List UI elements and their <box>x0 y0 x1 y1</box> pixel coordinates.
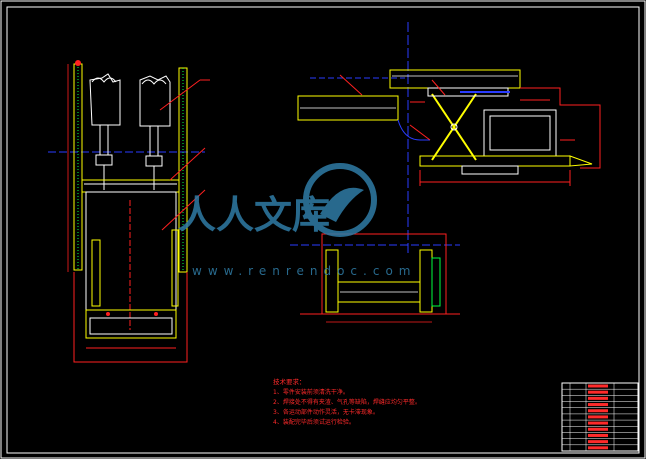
side-view-scissor-lift <box>297 22 601 255</box>
leader-2 <box>169 147 206 181</box>
cabin-door-right <box>171 229 179 307</box>
upper-platform <box>389 69 521 89</box>
column-top-marker <box>75 60 81 66</box>
base-rail <box>419 155 571 167</box>
title-block-entry <box>588 433 608 437</box>
title-block-entry <box>588 396 608 400</box>
plan-deck <box>337 281 421 303</box>
right-sprocket-housing <box>139 75 171 127</box>
watermark: 人人文库 www.renrendoc.com <box>178 163 416 278</box>
overall-width-dimension <box>73 272 188 363</box>
title-block-entry <box>588 446 608 450</box>
notes-line-4: 4、装配完毕后须试运行检验。 <box>273 418 355 426</box>
title-block-entry <box>588 384 608 388</box>
watermark-url: www.renrendoc.com <box>192 264 416 278</box>
notes-line-2: 2、焊接处不得有夹渣、气孔等缺陷，焊缝应均匀平整。 <box>273 398 421 406</box>
title-block-frame <box>561 382 639 452</box>
notes-line-3: 3、各运动部件动作灵活，无卡滞现象。 <box>273 408 379 416</box>
loading-ramp <box>297 95 399 121</box>
title-block-entry <box>588 403 608 407</box>
watermark-chars: 人人文库 <box>178 193 330 237</box>
front-elevation-view <box>48 60 210 363</box>
title-block-entry <box>588 390 608 394</box>
leader-1 <box>159 79 201 111</box>
title-block-entry <box>588 415 608 419</box>
scissor-arm-b <box>431 93 477 161</box>
motor-box <box>483 109 557 157</box>
height-dimension <box>520 87 601 169</box>
left-sprocket-housing <box>89 73 121 126</box>
cross-beam <box>81 179 180 193</box>
notes-line-1: 1、零件安装前须清洗干净。 <box>273 388 349 396</box>
title-block-entry <box>588 427 608 431</box>
base-platform <box>85 309 177 339</box>
technical-notes: 技术要求： 1、零件安装前须清洗干净。 2、焊接处不得有夹渣、气孔等缺陷，焊缝应… <box>273 377 421 426</box>
title-block-entry <box>588 409 608 413</box>
watermark-logo-icon <box>303 163 377 237</box>
plan-view <box>290 233 460 323</box>
scissor-pivot <box>450 123 458 131</box>
title-block <box>561 382 639 452</box>
notes-title: 技术要求： <box>273 377 306 386</box>
cabin-door-left <box>91 239 101 307</box>
inner-frame <box>6 6 640 454</box>
title-block-entry <box>588 421 608 425</box>
title-block-entry <box>588 440 608 444</box>
leader-3 <box>161 189 206 231</box>
